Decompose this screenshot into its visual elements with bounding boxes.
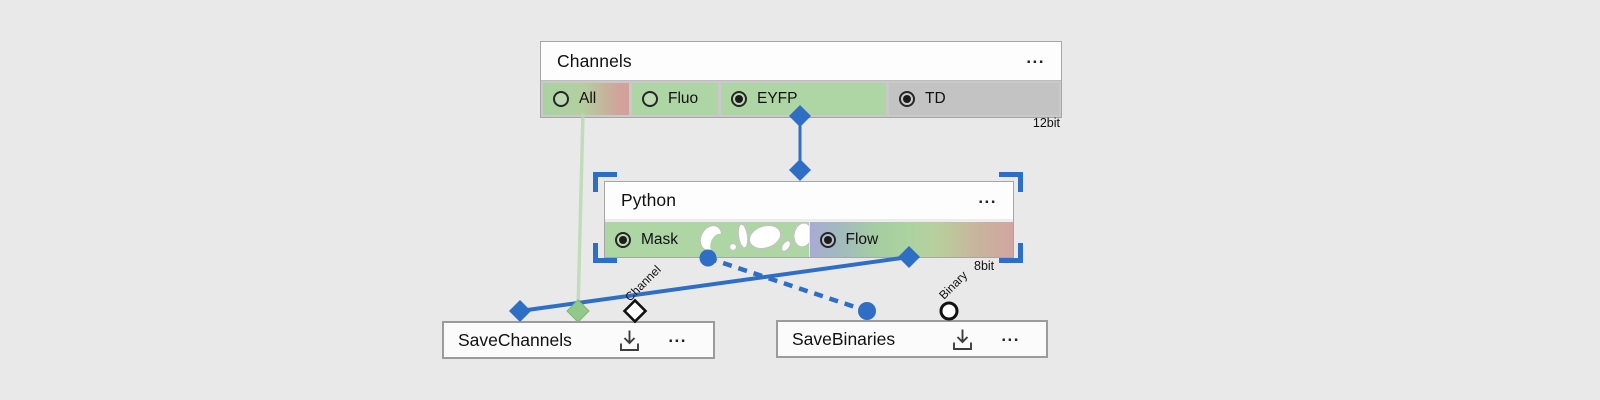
edge-mask-to-savebinaries[interactable]: [707, 255, 868, 314]
edge-all-to-savechannels[interactable]: [576, 112, 585, 312]
python-bitdepth-label: 8bit: [974, 259, 995, 273]
radio-all[interactable]: [553, 91, 569, 107]
radio-mask[interactable]: [615, 231, 631, 248]
node-channels[interactable]: Channels ... All Fluo EYFP TD 12bit: [540, 41, 1062, 130]
python-title: Python: [621, 190, 677, 210]
node-python[interactable]: Python ... Mask: [604, 181, 1014, 258]
channels-option-all[interactable]: All: [543, 83, 629, 115]
channels-option-all-label: All: [579, 90, 597, 107]
channels-option-eyfp[interactable]: EYFP: [721, 83, 886, 115]
channels-option-fluo-label: Fluo: [668, 90, 699, 107]
channels-option-td-label: TD: [925, 90, 946, 107]
python-title-row[interactable]: Python ...: [605, 182, 1013, 222]
save-channels-title: SaveChannels: [458, 329, 572, 350]
python-options-row: Mask Flow: [605, 222, 1013, 257]
channels-option-td[interactable]: TD: [889, 83, 1059, 115]
binary-port-label: Binary: [936, 268, 970, 302]
python-option-flow-label: Flow: [845, 230, 879, 248]
channels-options-row: All Fluo EYFP TD: [541, 80, 1061, 117]
save-download-icon[interactable]: [617, 329, 642, 352]
channels-option-fluo[interactable]: Fluo: [632, 83, 718, 115]
node-save-channels[interactable]: SaveChannels ...: [442, 321, 715, 359]
save-binaries-title: SaveBinaries: [792, 328, 896, 349]
python-option-flow[interactable]: Flow: [809, 222, 1013, 257]
radio-flow[interactable]: [819, 231, 836, 248]
port-savebinaries-binary-circle[interactable]: [939, 301, 959, 321]
channels-option-eyfp-label: EYFP: [757, 90, 798, 107]
channels-bitdepth-label: 12bit: [1032, 116, 1060, 130]
node-save-binaries[interactable]: SaveBinaries ...: [776, 320, 1048, 358]
radio-eyfp[interactable]: [731, 91, 747, 107]
save-download-icon[interactable]: [950, 328, 975, 351]
radio-fluo[interactable]: [642, 91, 658, 107]
channels-title-row[interactable]: Channels ...: [541, 42, 1061, 80]
mask-thumbnail-image: [699, 222, 809, 253]
python-option-mask[interactable]: Mask: [605, 222, 809, 257]
channels-title: Channels: [557, 50, 632, 71]
radio-td[interactable]: [899, 91, 915, 107]
port-savechannels-channel-diamond[interactable]: [622, 298, 648, 324]
python-option-mask-label: Mask: [641, 230, 679, 248]
